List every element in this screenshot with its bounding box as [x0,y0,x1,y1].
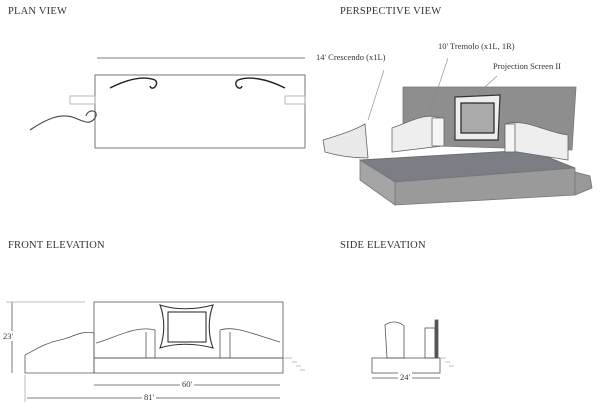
tremolo-callout: 10' Tremolo (x1L, 1R) [438,41,515,51]
plan-view-heading: PLAN VIEW [8,6,68,17]
side-elevation-heading: SIDE ELEVATION [340,240,426,251]
front-elevation-drawing [6,301,305,402]
perspective-view-drawing [322,57,593,206]
projection-screen-callout: Projection Screen II [493,61,561,71]
stage-width-dimension: 60' [180,379,195,389]
crescendo-callout: 14' Crescendo (x1L) [316,52,386,62]
plan-view-drawing [29,57,306,149]
height-dimension: 23' [3,331,14,341]
total-width-dimension: 81' [142,392,157,402]
front-elevation-heading: FRONT ELEVATION [8,240,105,251]
depth-dimension: 24' [398,372,413,382]
perspective-view-heading: PERSPECTIVE VIEW [340,6,442,17]
side-elevation-drawing [371,319,454,379]
